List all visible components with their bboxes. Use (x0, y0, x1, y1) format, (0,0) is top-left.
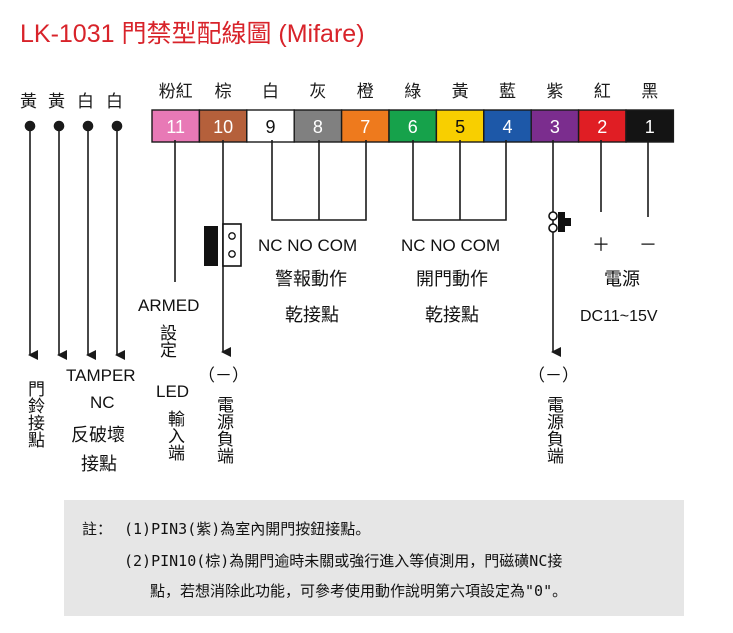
tamper-nc-label: NC (90, 393, 115, 412)
pin-number: 6 (408, 117, 418, 137)
pin-number: 9 (265, 117, 275, 137)
led-label: LED (156, 382, 189, 401)
note-line-2: (2)PIN10(棕)為開門逾時未關或強行進入等偵測用，門磁磺NC接 (124, 552, 563, 570)
left-wire-lines (24, 120, 125, 360)
pin-number: 11 (166, 117, 185, 137)
pin-number: 2 (597, 117, 607, 137)
pin-block (246, 109, 295, 143)
anti-tamper-label: 反破壞 (71, 425, 125, 446)
note-line-1: (1)PIN3(紫)為室內開門按鈕接點。 (124, 520, 371, 538)
pin-color-name: 綠 (404, 82, 421, 102)
pin-color-name: 棕 (215, 82, 232, 102)
door-dry-contact-label: 乾接點 (425, 305, 479, 326)
note-label: 註： (82, 520, 113, 538)
plus-label: ＋ (592, 235, 610, 256)
pin-color-name: 橙 (357, 82, 374, 102)
power-negative-label-pin3: 電源負端 (543, 396, 564, 464)
pin-block (388, 109, 438, 143)
alarm-dry-contact-label: 乾接點 (285, 305, 339, 326)
left-wire-label: 黃 (20, 92, 37, 112)
page-title: LK-1031 門禁型配線圖 (Mifare) (20, 20, 365, 48)
pin-color-names: 粉紅 棕 白 灰 橙 綠 黃 藍 紫 紅 黑 (159, 82, 659, 102)
power-label: 電源 (604, 269, 640, 290)
pin-color-name: 黃 (452, 82, 469, 102)
pin-color-name: 紫 (546, 82, 563, 102)
terminal-block: 11 10 9 8 7 6 5 4 3 2 1 (151, 109, 675, 143)
negative-label-pin3: （－） (528, 366, 579, 386)
tamper-label: TAMPER (66, 366, 136, 385)
left-wires: 黃 黃 白 白 (20, 92, 123, 112)
pin-wiring (174, 140, 649, 357)
door-action-label: 開門動作 (416, 269, 488, 290)
tamper-contact-label: 接點 (81, 454, 117, 475)
minus-label: － (639, 235, 657, 256)
pin-number: 3 (550, 117, 560, 137)
left-wire-label: 黃 (48, 92, 65, 112)
voltage-label: DC11~15V (580, 308, 658, 325)
pin-block (435, 109, 485, 143)
pin-number: 7 (360, 117, 370, 137)
pin-number: 10 (213, 117, 233, 137)
alarm-action-label: 警報動作 (275, 269, 347, 290)
armed-set-label: 設定 (156, 324, 177, 358)
door-relay-bracket (412, 140, 507, 221)
pin-block (577, 109, 627, 143)
door-sensor-icon (204, 223, 242, 267)
note-box: 註： (1)PIN3(紫)為室內開門按鈕接點。 (2)PIN10(棕)為開門逾時… (64, 500, 684, 616)
alarm-relay-bracket (271, 140, 367, 221)
door-contacts-label: NC NO COM (401, 236, 500, 255)
pin-color-name: 紅 (594, 82, 611, 102)
push-button-icon (548, 211, 571, 233)
note-line-3: 點，若想消除此功能，可參考使用動作說明第六項設定為"0"。 (150, 582, 568, 600)
pin-color-name: 粉紅 (159, 82, 193, 102)
led-input-label: 輸入端 (164, 410, 185, 461)
pin-color-name: 藍 (499, 82, 516, 102)
pin-number: 8 (313, 117, 323, 137)
pin-block (625, 109, 675, 143)
power-negative-label-pin10: 電源負端 (213, 396, 234, 464)
armed-label: ARMED (138, 296, 199, 315)
pin-color-name: 白 (262, 82, 279, 102)
pin-number: 4 (502, 117, 512, 137)
pin-number: 5 (455, 117, 465, 137)
left-wire-label: 白 (106, 92, 123, 112)
pin-block (483, 109, 532, 143)
door-bell-label: 門鈴接點 (24, 380, 45, 448)
pin-color-name: 黑 (641, 82, 658, 102)
left-wire-label: 白 (77, 92, 94, 112)
negative-label-pin10: （－） (198, 366, 249, 386)
pin-number: 1 (645, 117, 655, 137)
alarm-contacts-label: NC NO COM (258, 236, 357, 255)
pin-color-name: 灰 (309, 82, 326, 102)
